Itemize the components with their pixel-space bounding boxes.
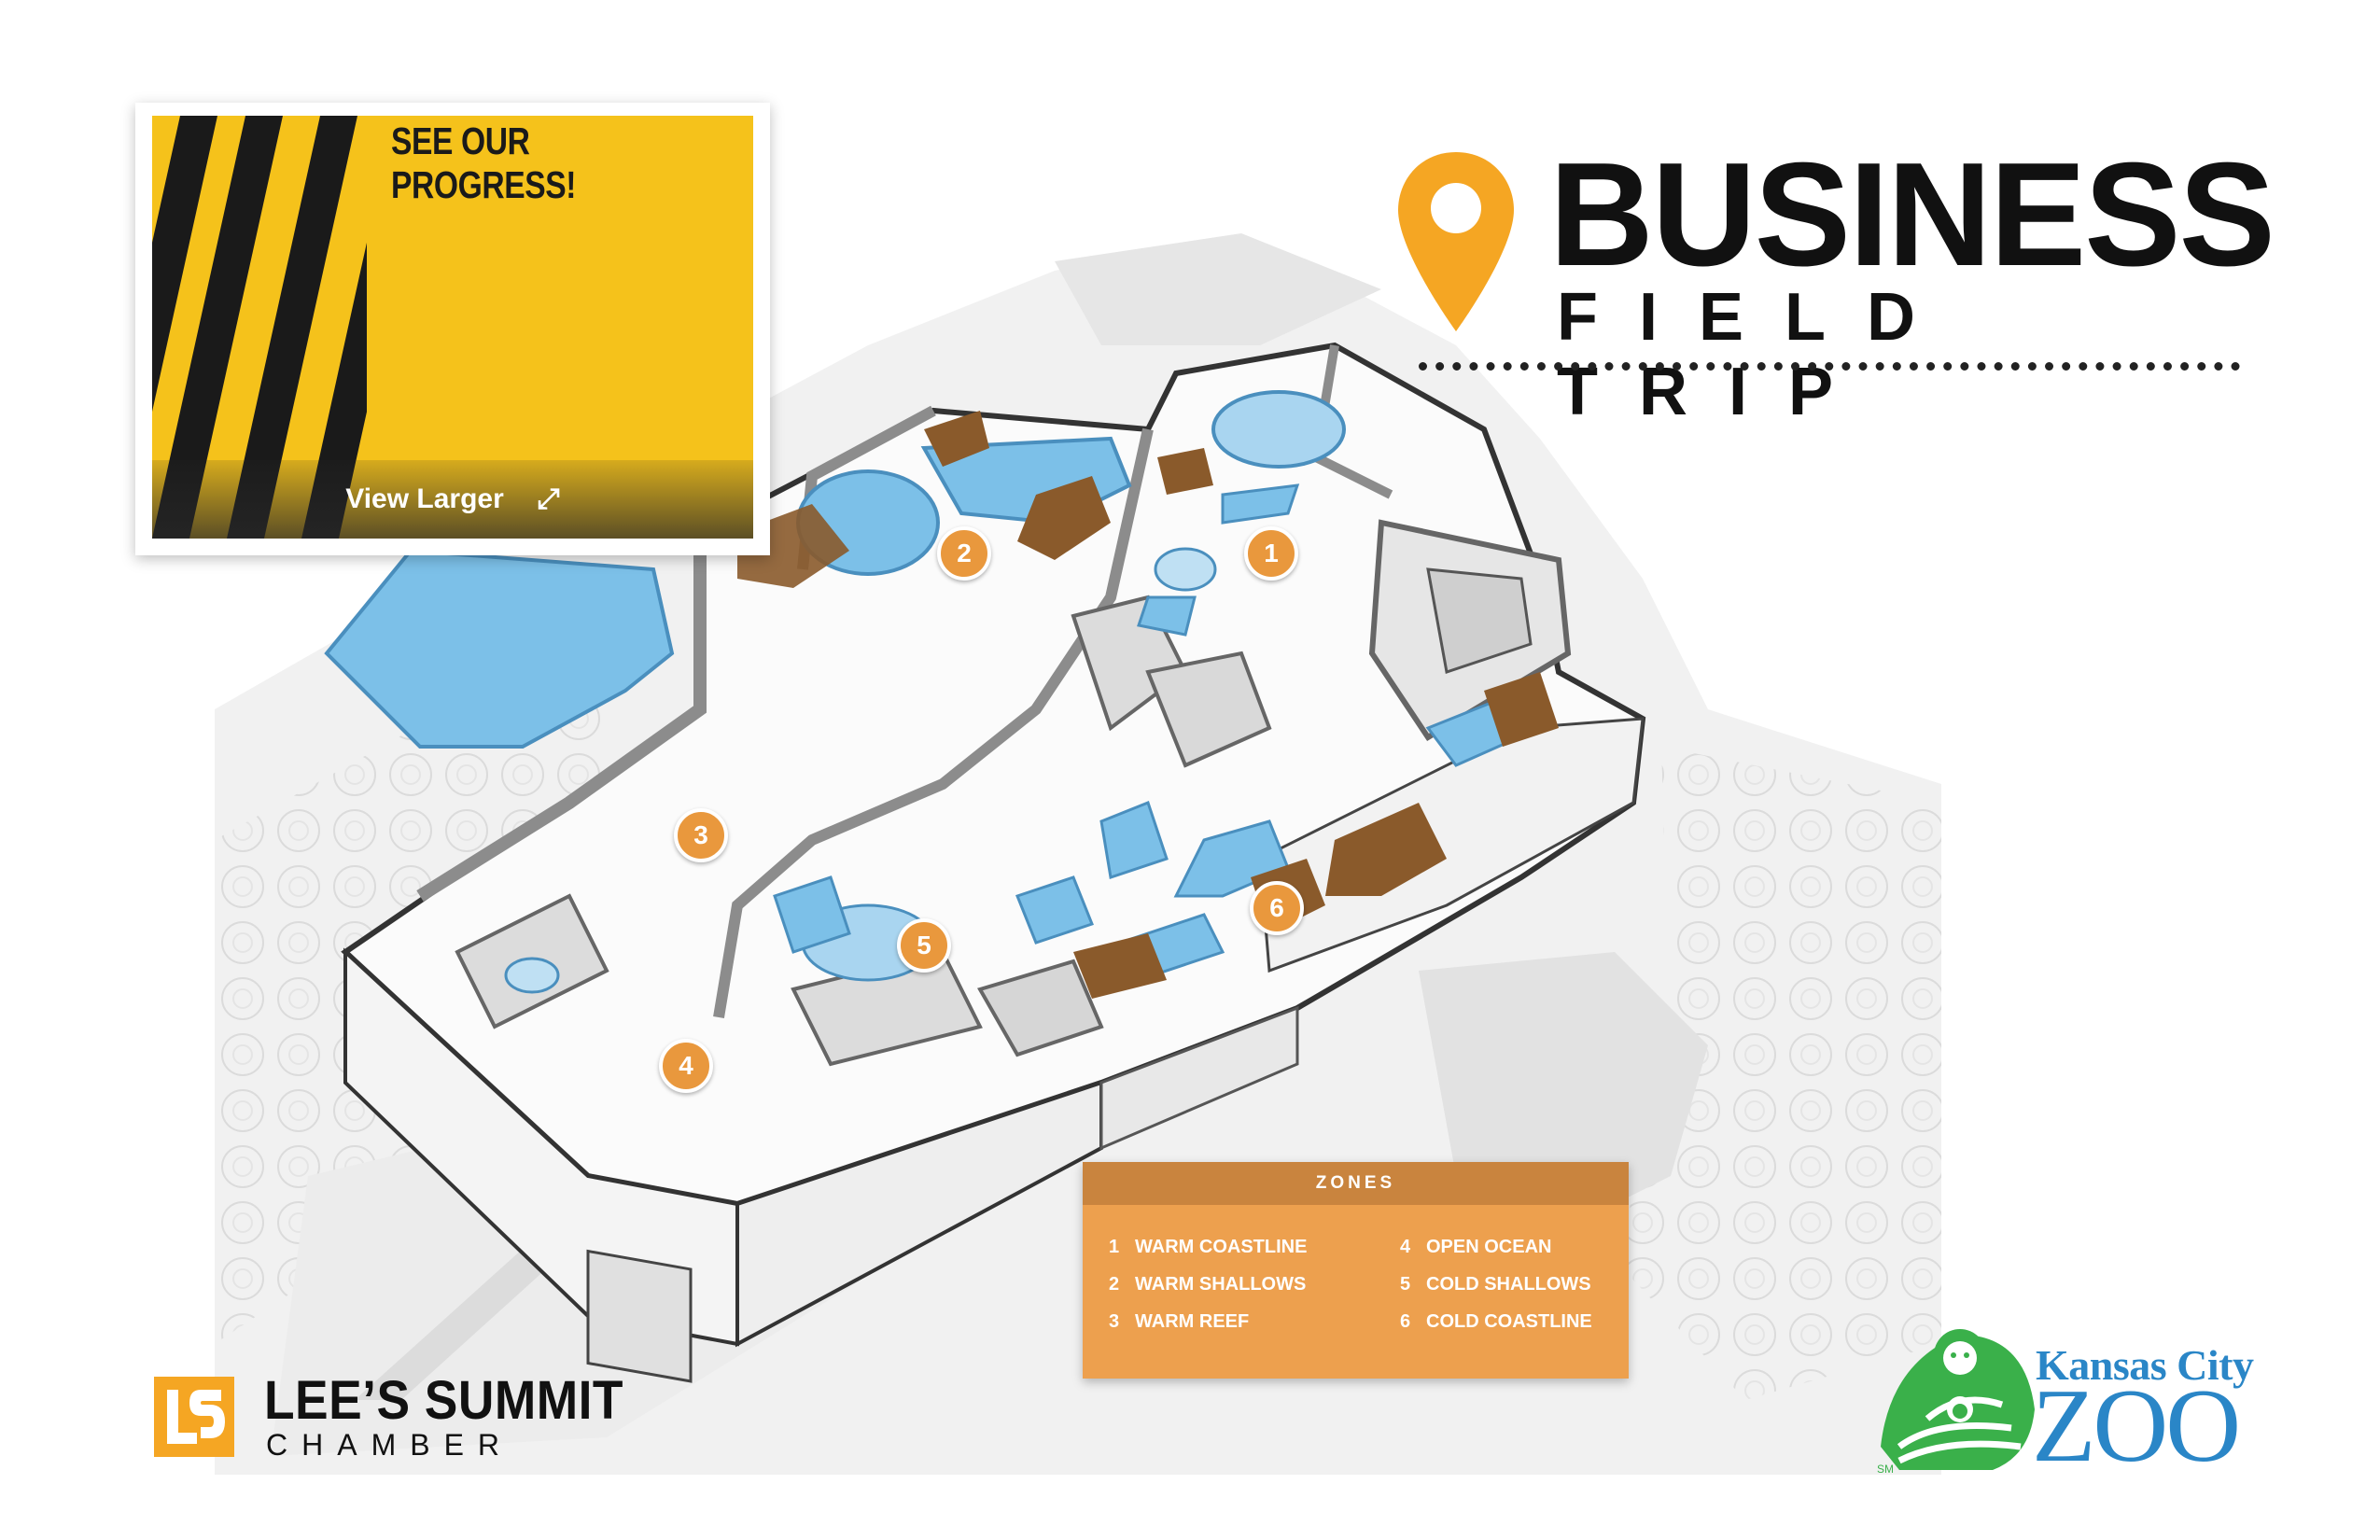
- view-larger-button[interactable]: View Larger ⤢: [152, 460, 753, 539]
- zoo-sm-text: SM: [1877, 1463, 1894, 1476]
- zone-marker-5[interactable]: 5: [897, 918, 951, 973]
- kc-city-text: Kansas City: [2036, 1341, 2254, 1389]
- map-pin-icon: [1398, 152, 1514, 331]
- zone-marker-3[interactable]: 3: [674, 808, 728, 862]
- zone-marker-2[interactable]: 2: [937, 526, 991, 581]
- business-field-trip-logo: BUSINESS FIELD TRIP: [1391, 141, 2275, 429]
- kc-zoo-text: ZOO: [2032, 1368, 2241, 1484]
- zone-marker-1[interactable]: 1: [1244, 526, 1298, 581]
- ls-name-text: LEE’S SUMMIT: [264, 1370, 623, 1431]
- logo-business-text: BUSINESS: [1549, 133, 2275, 297]
- expand-icon: ⤢: [537, 483, 560, 514]
- view-larger-label: View Larger: [345, 483, 504, 514]
- ls-mark-icon: [154, 1377, 234, 1457]
- logo-field-trip-text: FIELD TRIP: [1557, 280, 1956, 429]
- zone-marker-6[interactable]: 6: [1250, 881, 1304, 935]
- zoo-animal-icon: SM: [1877, 1329, 2035, 1476]
- ls-logo-mark: [154, 1377, 234, 1457]
- kansas-city-zoo-logo: SM Kansas City ZOO: [1871, 1307, 2291, 1479]
- logo-dotted-divider: [1419, 362, 2240, 371]
- lees-summit-chamber-logo: LEE’S SUMMIT CHAMBER: [154, 1373, 677, 1465]
- see-progress-card[interactable]: SEE OUR PROGRESS! View Larger ⤢: [135, 103, 770, 555]
- zones-header: ZONES: [1083, 1162, 1629, 1205]
- progress-title: SEE OUR PROGRESS!: [391, 119, 577, 206]
- progress-photo: SEE OUR PROGRESS! View Larger ⤢: [152, 116, 753, 539]
- ls-sub-text: CHAMBER: [266, 1428, 514, 1462]
- zone-marker-4[interactable]: 4: [659, 1039, 713, 1093]
